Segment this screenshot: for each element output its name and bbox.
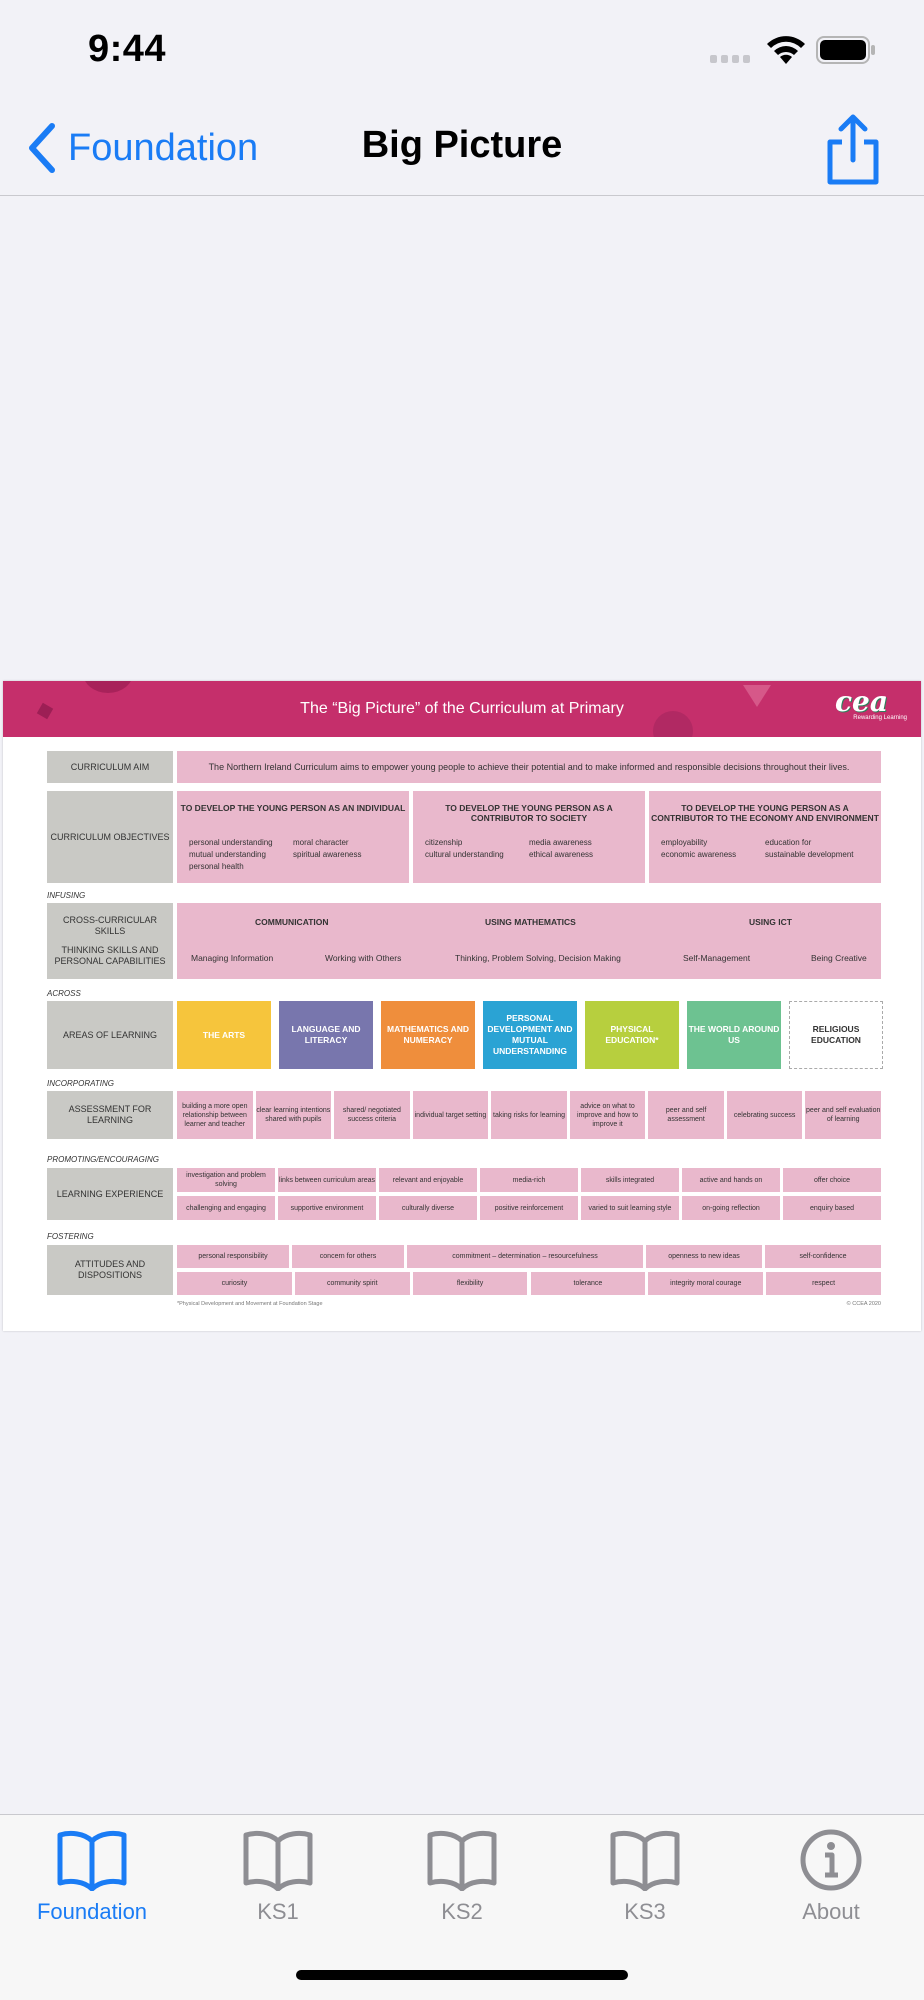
cea-logo: cea Rewarding Learning xyxy=(835,685,907,722)
tag-fostering: FOSTERING xyxy=(47,1232,94,1241)
poster-copyright: © CCEA 2020 xyxy=(846,1301,881,1307)
objective-individual: TO DEVELOP THE YOUNG PERSON AS AN INDIVI… xyxy=(177,791,409,883)
navigation-bar: Foundation Big Picture xyxy=(0,100,924,196)
experience-cell: links between curriculum areas xyxy=(278,1168,376,1192)
home-indicator xyxy=(296,1970,628,1980)
area-of-learning: RELIGIOUS EDUCATION xyxy=(789,1001,883,1069)
tab-ks3[interactable]: KS3 xyxy=(585,1829,705,1939)
poster-footnote: *Physical Development and Movement at Fo… xyxy=(177,1301,323,1307)
experience-cell: varied to suit learning style xyxy=(581,1196,679,1220)
attitude-cell: integrity moral courage xyxy=(648,1272,764,1295)
attitude-cell: self-confidence xyxy=(765,1245,881,1268)
experience-cell: active and hands on xyxy=(682,1168,780,1192)
cellular-signal-icon xyxy=(710,55,750,63)
share-icon[interactable] xyxy=(822,114,884,186)
curriculum-aim-text: The Northern Ireland Curriculum aims to … xyxy=(177,751,881,783)
experience-cell: investigation and problem solving xyxy=(177,1168,275,1192)
assessment-cell: peer and self evaluation of learning xyxy=(805,1091,881,1139)
attitude-cell: commitment – determination – resourceful… xyxy=(407,1245,643,1268)
area-of-learning: THE ARTS xyxy=(177,1001,271,1069)
attitude-cell: tolerance xyxy=(530,1272,646,1295)
tab-bar: Foundation KS1 KS2 KS3 About xyxy=(0,1814,924,2000)
experience-cell: skills integrated xyxy=(581,1168,679,1192)
tab-about[interactable]: About xyxy=(771,1829,891,1939)
learning-experience-label: LEARNING EXPERIENCE xyxy=(47,1168,173,1220)
book-icon xyxy=(610,1830,680,1891)
tab-foundation[interactable]: Foundation xyxy=(32,1829,152,1939)
experience-cell: culturally diverse xyxy=(379,1196,477,1220)
area-of-learning: PERSONAL DEVELOPMENT AND MUTUAL UNDERSTA… xyxy=(483,1001,577,1069)
attitude-cell: flexibility xyxy=(412,1272,528,1295)
experience-cell: relevant and enjoyable xyxy=(379,1168,477,1192)
experience-cell: positive reinforcement xyxy=(480,1196,578,1220)
skills-area: COMMUNICATION USING MATHEMATICS USING IC… xyxy=(177,903,881,979)
experience-cell: enquiry based xyxy=(783,1196,881,1220)
experience-cell: supportive environment xyxy=(278,1196,376,1220)
curriculum-aim-label: CURRICULUM AIM xyxy=(47,751,173,783)
assessment-cell: clear learning intentions shared with pu… xyxy=(255,1091,332,1139)
attitude-cell: openness to new ideas xyxy=(646,1245,762,1268)
area-of-learning: THE WORLD AROUND US xyxy=(687,1001,781,1069)
attitude-cell: concern for others xyxy=(292,1245,404,1268)
area-of-learning: LANGUAGE AND LITERACY xyxy=(279,1001,373,1069)
page-title: Big Picture xyxy=(361,124,563,166)
wifi-icon xyxy=(767,36,805,64)
area-of-learning: MATHEMATICS AND NUMERACY xyxy=(381,1001,475,1069)
book-icon xyxy=(427,1830,497,1891)
assessment-cell: celebrating success xyxy=(726,1091,803,1139)
big-picture-poster[interactable]: The “Big Picture” of the Curriculum at P… xyxy=(3,681,921,1331)
book-icon xyxy=(57,1830,127,1891)
chevron-left-icon xyxy=(29,123,55,173)
attitude-cell: curiosity xyxy=(177,1272,292,1295)
assessment-cell: building a more open relationship betwee… xyxy=(177,1091,253,1139)
experience-cell: on-going reflection xyxy=(682,1196,780,1220)
tab-ks1[interactable]: KS1 xyxy=(218,1829,338,1939)
poster-header: The “Big Picture” of the Curriculum at P… xyxy=(3,681,921,737)
info-icon xyxy=(800,1829,862,1891)
assessment-cell: taking risks for learning xyxy=(491,1091,567,1139)
curriculum-objectives-label: CURRICULUM OBJECTIVES xyxy=(47,791,173,883)
book-icon xyxy=(243,1830,313,1891)
poster-title: The “Big Picture” of the Curriculum at P… xyxy=(300,700,624,717)
objective-society: TO DEVELOP THE YOUNG PERSON AS A CONTRIB… xyxy=(413,791,645,883)
tab-ks2[interactable]: KS2 xyxy=(402,1829,522,1939)
attitude-cell: respect xyxy=(766,1272,881,1295)
experience-cell: media-rich xyxy=(480,1168,578,1192)
assessment-label: ASSESSMENT FOR LEARNING xyxy=(47,1091,173,1139)
attitude-cell: community spirit xyxy=(294,1272,410,1295)
assessment-cell: peer and self assessment xyxy=(648,1091,724,1139)
tag-across: ACROSS xyxy=(47,989,81,998)
status-bar: 9:44 xyxy=(0,0,924,100)
assessment-cell: shared/ negotiated success criteria xyxy=(334,1091,410,1139)
areas-of-learning-label: AREAS OF LEARNING xyxy=(47,1001,173,1069)
tag-promoting: PROMOTING/ENCOURAGING xyxy=(47,1155,160,1164)
back-button[interactable]: Foundation xyxy=(26,120,258,176)
assessment-cell: individual target setting xyxy=(412,1091,489,1139)
back-label: Foundation xyxy=(68,126,259,169)
assessment-cell: advice on what to improve and how to imp… xyxy=(569,1091,646,1139)
attitudes-label: ATTITUDES AND DISPOSITIONS xyxy=(47,1245,173,1295)
skills-label: CROSS-CURRICULAR SKILLS THINKING SKILLS … xyxy=(47,903,173,979)
battery-icon xyxy=(816,36,875,64)
status-time: 9:44 xyxy=(88,28,167,70)
objective-economy: TO DEVELOP THE YOUNG PERSON AS A CONTRIB… xyxy=(649,791,881,883)
experience-cell: offer choice xyxy=(783,1168,881,1192)
attitude-cell: personal responsibility xyxy=(177,1245,289,1268)
area-of-learning: PHYSICAL EDUCATION* xyxy=(585,1001,679,1069)
tag-infusing: INFUSING xyxy=(47,891,86,900)
experience-cell: challenging and engaging xyxy=(177,1196,275,1220)
tag-incorporating: INCORPORATING xyxy=(47,1079,114,1088)
